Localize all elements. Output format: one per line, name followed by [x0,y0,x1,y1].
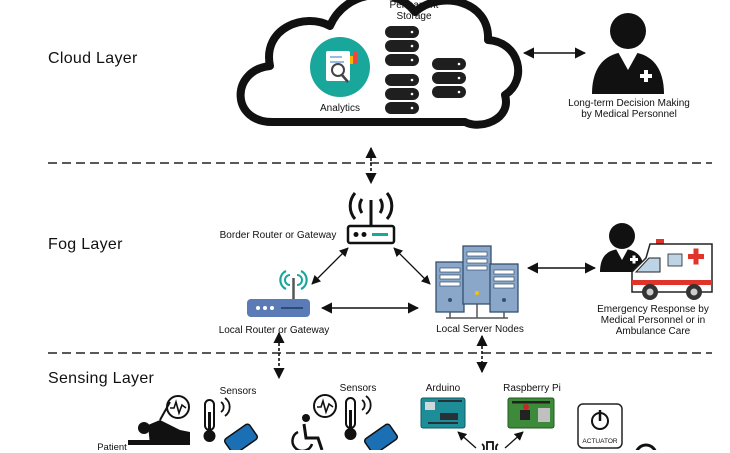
mobile-device-icon-1 [223,423,259,450]
thermometer-icon-1 [203,397,231,442]
mobile-device-icon-2 [363,423,399,450]
wireless-hub-icon [481,441,499,450]
border-server-arrow [393,247,431,285]
fog-layer-title: Fog Layer [48,236,123,253]
actuator-icon [577,403,623,449]
raspberry-pi-board-icon [507,397,555,429]
sensing-layer-title: Sensing Layer [48,370,155,387]
heart-monitor-icon-1 [166,395,190,419]
sensors-label-2: Sensors [339,383,377,394]
cloud-layer-title: Cloud Layer [48,50,138,67]
arduino-board-icon [420,397,466,429]
server-nodes-label: Local Server Nodes [436,324,524,335]
local-router-label: Local Router or Gateway [218,325,330,336]
analytics-label: Analytics [319,103,360,114]
emergency-doctor-icon [600,223,644,272]
actuator-motor-icon [635,443,657,450]
decision-label: Long-term Decision Making by Medical Per… [568,98,690,120]
sensors-label-1: Sensors [219,386,257,397]
server-nodes-icon [435,245,519,319]
border-local-router-arrow [311,247,349,285]
heart-monitor-icon-2 [313,394,337,418]
storage-servers-icon [385,26,466,114]
analytics-icon [310,37,370,97]
patient-bed-icon [128,401,190,445]
arduino-label: Arduino [425,383,461,394]
border-router-icon [346,192,396,245]
storage-label: Permanent Storage [389,0,439,22]
raspberry-label: Raspberry Pi [503,383,561,394]
emergency-label: Emergency Response by Medical Personnel … [597,304,709,337]
border-router-label: Border Router or Gateway [219,230,337,241]
patient-label: Patient [97,442,127,453]
wheelchair-icon [291,414,324,450]
actuator-label: ACTUATOR [582,438,618,445]
doctor-icon [592,13,664,94]
ambulance-icon [631,239,713,300]
local-router-icon [247,270,310,317]
thermometer-icon-2 [344,395,372,440]
